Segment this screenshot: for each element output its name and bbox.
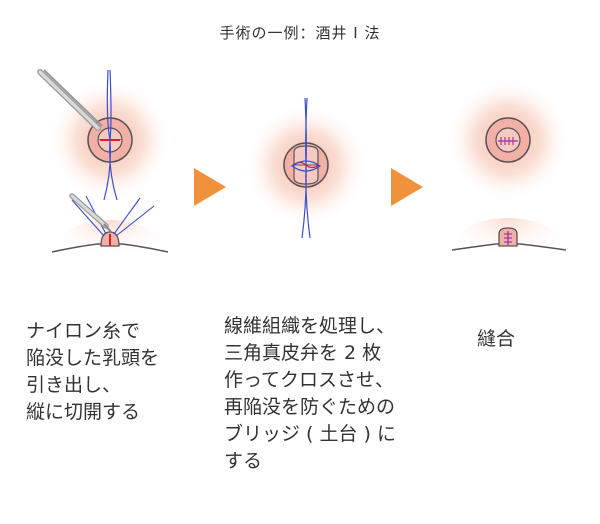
step1-top-view	[37, 69, 172, 202]
step2-caption: 線維組織を処理し、 三角真皮弁を 2 枚 作ってクロスさせ、 再陥没を防ぐための…	[224, 315, 396, 472]
step3-top-view	[446, 78, 570, 202]
diagram-title: 手術の一例：酒井 I 法	[219, 24, 381, 42]
arrow-right-icon	[391, 168, 423, 206]
step3-side-view	[448, 218, 568, 286]
step1-caption: ナイロン糸で 陥没した乳頭を 引き出し、 縦に切開する	[26, 320, 160, 423]
scalpel-icon	[69, 193, 112, 233]
arrow-right-icon	[194, 168, 226, 206]
step2-top-view	[244, 97, 368, 239]
forceps-icon	[37, 69, 103, 131]
step3-caption: 縫合	[477, 328, 516, 350]
step1-side-view	[51, 193, 169, 288]
dermal-flap-cross	[290, 160, 322, 172]
